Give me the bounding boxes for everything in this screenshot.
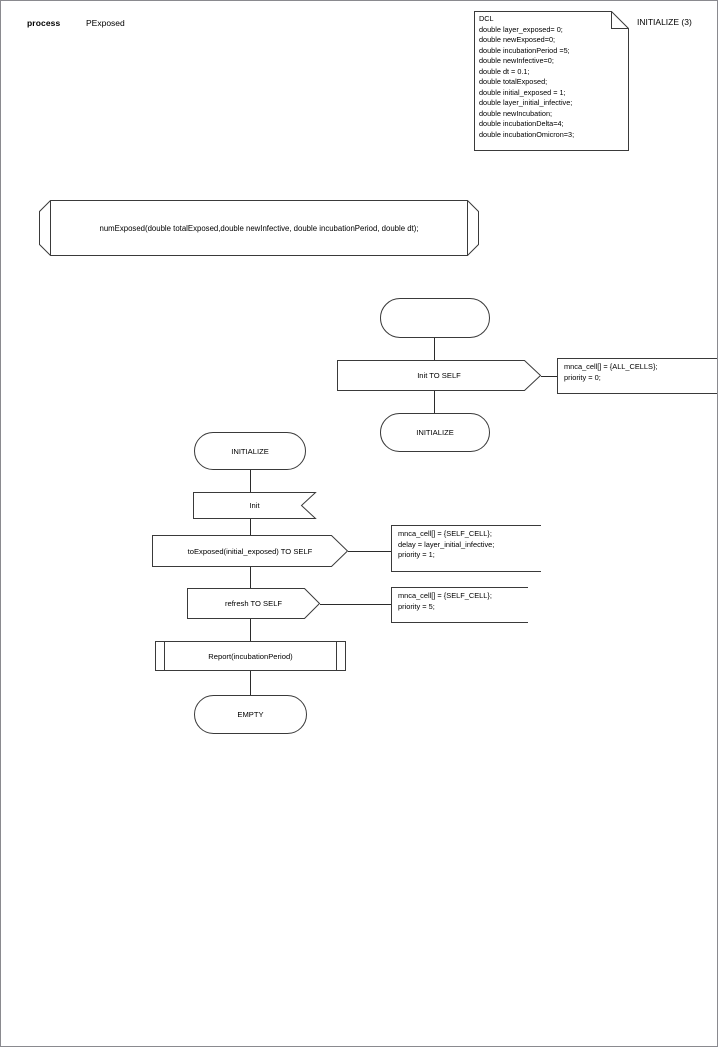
transition-outline: [337, 360, 542, 391]
dcl-line: double initial_exposed = 1;: [479, 87, 566, 97]
process-keyword: process: [27, 18, 61, 28]
dcl-line: double incubationOmicron=3;: [479, 130, 575, 140]
state-outline: [380, 413, 490, 452]
comment-line: mnca_cell[] = {SELF_CELL};: [398, 591, 492, 600]
dcl-line: double dt = 0.1;: [479, 66, 530, 76]
dcl-line: double incubationPeriod =5;: [479, 45, 570, 55]
comment-line: mnca_cell[] = {SELF_CELL};: [398, 529, 492, 538]
comment-box-refresh: mnca_cell[] = {SELF_CELL}; priority = 5;: [391, 587, 528, 623]
transition-outline: [152, 535, 349, 567]
connector-line: [434, 391, 435, 413]
dcl-line: double layer_exposed= 0;: [479, 24, 563, 34]
procedure-call-outline: [155, 641, 346, 671]
state-outline: [194, 695, 307, 734]
state-initialize-start[interactable]: INITIALIZE: [194, 432, 306, 470]
state-outline: [194, 432, 306, 470]
transition-init-to-self[interactable]: Init TO SELF: [337, 360, 542, 391]
connector-line: [320, 604, 391, 605]
comment-line: priority = 5;: [398, 601, 435, 611]
comment-line: priority = 1;: [398, 550, 435, 560]
transition-refresh[interactable]: refresh TO SELF: [187, 588, 321, 619]
state-initialize-target[interactable]: INITIALIZE: [380, 413, 490, 452]
procedure-outline: [39, 200, 479, 256]
state-start-empty[interactable]: [380, 298, 490, 338]
comment-line: mnca_cell[] = {ALL_CELLS};: [564, 362, 658, 371]
state-outline: [380, 298, 490, 338]
connector-line: [250, 619, 251, 641]
input-signal-outline: [193, 492, 317, 519]
transition-outline: [187, 588, 321, 619]
dcl-line: double layer_initial_infective;: [479, 98, 573, 108]
procedure-call-report[interactable]: Report(incubationPeriod): [155, 641, 346, 671]
comment-box-to-exposed: mnca_cell[] = {SELF_CELL}; delay = layer…: [391, 525, 541, 572]
page-reference-label: INITIALIZE (3): [637, 17, 692, 27]
dcl-line: double incubationDelta=4;: [479, 119, 564, 129]
connector-line: [250, 470, 251, 492]
input-signal-init[interactable]: Init: [193, 492, 317, 519]
state-empty[interactable]: EMPTY: [194, 695, 307, 734]
connector-line: [541, 376, 557, 377]
connector-line: [250, 519, 251, 535]
comment-line: delay = layer_initial_infective;: [398, 539, 495, 549]
dcl-line: double newExposed=0;: [479, 35, 556, 45]
note-outline: [474, 11, 629, 151]
connector-line: [434, 338, 435, 360]
comment-box-init: mnca_cell[] = {ALL_CELLS}; priority = 0;: [557, 358, 717, 394]
dcl-line: double newIncubation;: [479, 108, 553, 118]
dcl-line: double totalExposed;: [479, 77, 548, 87]
connector-line: [348, 551, 391, 552]
connector-line: [250, 567, 251, 588]
connector-line: [250, 671, 251, 695]
declaration-note-text: DCL double layer_exposed= 0; double newE…: [479, 14, 574, 141]
dcl-line: double newInfective=0;: [479, 56, 554, 66]
dcl-title: DCL: [479, 14, 494, 23]
note-fold-icon: [611, 11, 629, 29]
process-name: PExposed: [86, 18, 125, 28]
transition-to-exposed[interactable]: toExposed(initial_exposed) TO SELF: [152, 535, 349, 567]
comment-line: priority = 0;: [564, 372, 601, 382]
declaration-note: DCL double layer_exposed= 0; double newE…: [474, 11, 629, 151]
procedure-declaration-box[interactable]: numExposed(double totalExposed,double ne…: [39, 200, 479, 256]
